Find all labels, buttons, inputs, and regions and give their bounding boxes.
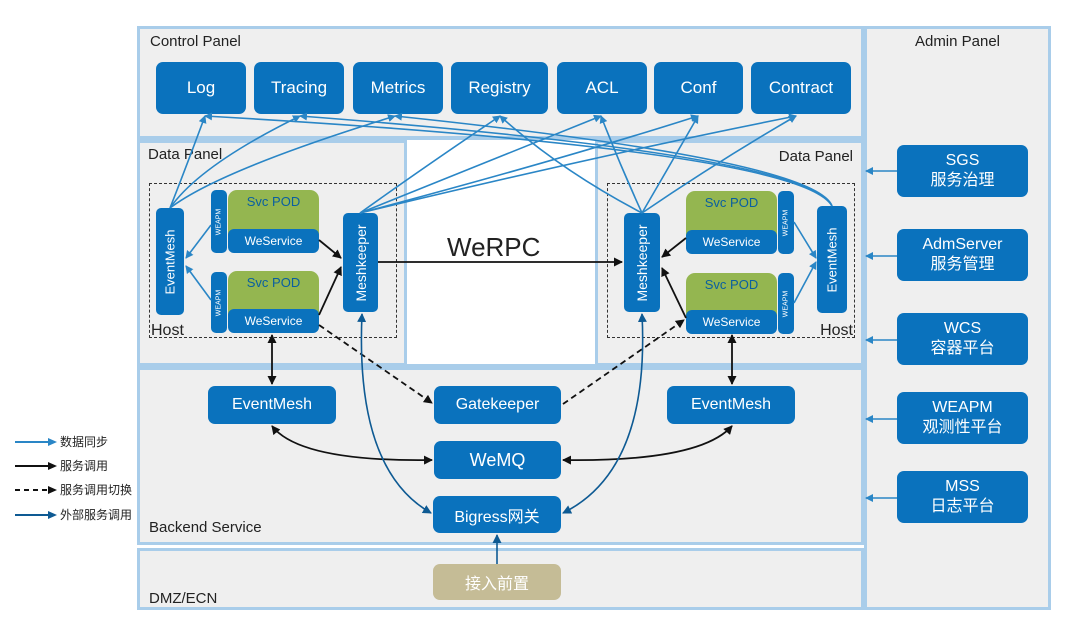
admin-wcs-name: WCS bbox=[943, 320, 982, 337]
legend-item-service-call: 服务调用 bbox=[15, 457, 108, 474]
admin-weapm-desc: 观测性平台 bbox=[922, 419, 1003, 436]
host-right-label: Host bbox=[820, 322, 853, 339]
meshkeeper-left-label: Meshkeeper bbox=[352, 223, 369, 302]
svc-pod-title: Svc POD bbox=[704, 195, 759, 210]
admin-weapm-name: WEAPM bbox=[932, 399, 993, 416]
legend-item-external-call: 外部服务调用 bbox=[15, 506, 132, 523]
dmz-title: DMZ/ECN bbox=[149, 590, 218, 607]
admin-admserver[interactable]: AdmServer 服务管理 bbox=[897, 229, 1028, 281]
admin-panel-title: Admin Panel bbox=[914, 33, 1001, 50]
legend-item-data-sync: 数据同步 bbox=[15, 433, 108, 450]
admin-wcs-desc: 容器平台 bbox=[930, 340, 995, 357]
weapm-label: WEAPM bbox=[215, 289, 223, 316]
eventmesh-backend-left[interactable]: EventMesh bbox=[208, 386, 336, 424]
weapm-right-1[interactable]: WEAPM bbox=[778, 191, 794, 254]
control-contract[interactable]: Contract bbox=[751, 62, 851, 114]
bigress-gateway[interactable]: Bigress网关 bbox=[433, 496, 561, 533]
dashed-arrow-icon bbox=[15, 485, 57, 494]
access-front[interactable]: 接入前置 bbox=[433, 564, 561, 600]
admin-mss-name: MSS bbox=[945, 478, 980, 495]
admin-mss[interactable]: MSS 日志平台 bbox=[897, 471, 1028, 523]
control-acl[interactable]: ACL bbox=[557, 62, 647, 114]
eventmesh-left-host-label: EventMesh bbox=[162, 228, 178, 295]
legend-item-service-switch: 服务调用切换 bbox=[15, 481, 132, 498]
eventmesh-backend-right[interactable]: EventMesh bbox=[667, 386, 795, 424]
weapm-left-2[interactable]: WEAPM bbox=[211, 272, 227, 333]
weapm-label: WEAPM bbox=[782, 290, 790, 317]
meshkeeper-left[interactable]: Meshkeeper bbox=[343, 213, 378, 312]
data-panel-left-title: Data Panel bbox=[148, 146, 223, 163]
meshkeeper-right[interactable]: Meshkeeper bbox=[624, 213, 660, 312]
weservice-left-1[interactable]: WeService bbox=[228, 229, 319, 253]
svc-pod-right-1[interactable]: Svc POD WeService bbox=[686, 191, 777, 254]
weservice-right-1[interactable]: WeService bbox=[686, 230, 777, 254]
meshkeeper-right-label: Meshkeeper bbox=[634, 223, 650, 302]
admin-admserver-desc: 服务管理 bbox=[930, 256, 995, 273]
wemq[interactable]: WeMQ bbox=[434, 441, 561, 479]
legend-label: 外部服务调用 bbox=[60, 508, 133, 522]
control-log[interactable]: Log bbox=[156, 62, 246, 114]
dark-blue-arrow-icon bbox=[15, 510, 57, 519]
host-left-label: Host bbox=[151, 322, 184, 339]
weservice-left-2[interactable]: WeService bbox=[228, 309, 319, 333]
admin-wcs[interactable]: WCS 容器平台 bbox=[897, 313, 1028, 365]
admin-admserver-name: AdmServer bbox=[922, 236, 1003, 253]
werpc-label: WeRPC bbox=[447, 232, 541, 262]
control-tracing[interactable]: Tracing bbox=[254, 62, 344, 114]
eventmesh-right-host[interactable]: EventMesh bbox=[817, 206, 847, 313]
admin-sgs-desc: 服务治理 bbox=[930, 172, 995, 189]
legend-label: 数据同步 bbox=[60, 435, 109, 449]
svc-pod-left-2[interactable]: Svc POD WeService bbox=[228, 271, 319, 333]
black-arrow-icon bbox=[15, 461, 57, 470]
weapm-label: WEAPM bbox=[215, 208, 223, 235]
gatekeeper[interactable]: Gatekeeper bbox=[434, 386, 561, 424]
control-conf[interactable]: Conf bbox=[654, 62, 743, 114]
svc-pod-title: Svc POD bbox=[246, 275, 301, 290]
data-panel-right-title: Data Panel bbox=[778, 148, 853, 165]
weapm-label: WEAPM bbox=[782, 209, 790, 236]
svc-pod-title: Svc POD bbox=[704, 277, 759, 292]
legend-label: 服务调用切换 bbox=[60, 483, 133, 497]
admin-weapm[interactable]: WEAPM 观测性平台 bbox=[897, 392, 1028, 444]
svc-pod-right-2[interactable]: Svc POD WeService bbox=[686, 273, 777, 334]
legend-label: 服务调用 bbox=[60, 459, 109, 473]
weservice-right-2[interactable]: WeService bbox=[686, 310, 777, 334]
eventmesh-left-host[interactable]: EventMesh bbox=[156, 208, 184, 315]
blue-arrow-icon bbox=[15, 437, 57, 446]
eventmesh-right-host-label: EventMesh bbox=[824, 226, 840, 293]
control-metrics[interactable]: Metrics bbox=[353, 62, 443, 114]
admin-sgs-name: SGS bbox=[945, 152, 980, 169]
svc-pod-left-1[interactable]: Svc POD WeService bbox=[228, 190, 319, 253]
weapm-left-1[interactable]: WEAPM bbox=[211, 190, 227, 253]
admin-sgs[interactable]: SGS 服务治理 bbox=[897, 145, 1028, 197]
weapm-right-2[interactable]: WEAPM bbox=[778, 273, 794, 334]
control-registry[interactable]: Registry bbox=[451, 62, 548, 114]
backend-service-title: Backend Service bbox=[149, 519, 262, 536]
svc-pod-title: Svc POD bbox=[246, 194, 301, 209]
control-panel-title: Control Panel bbox=[150, 33, 241, 50]
admin-mss-desc: 日志平台 bbox=[930, 498, 995, 515]
